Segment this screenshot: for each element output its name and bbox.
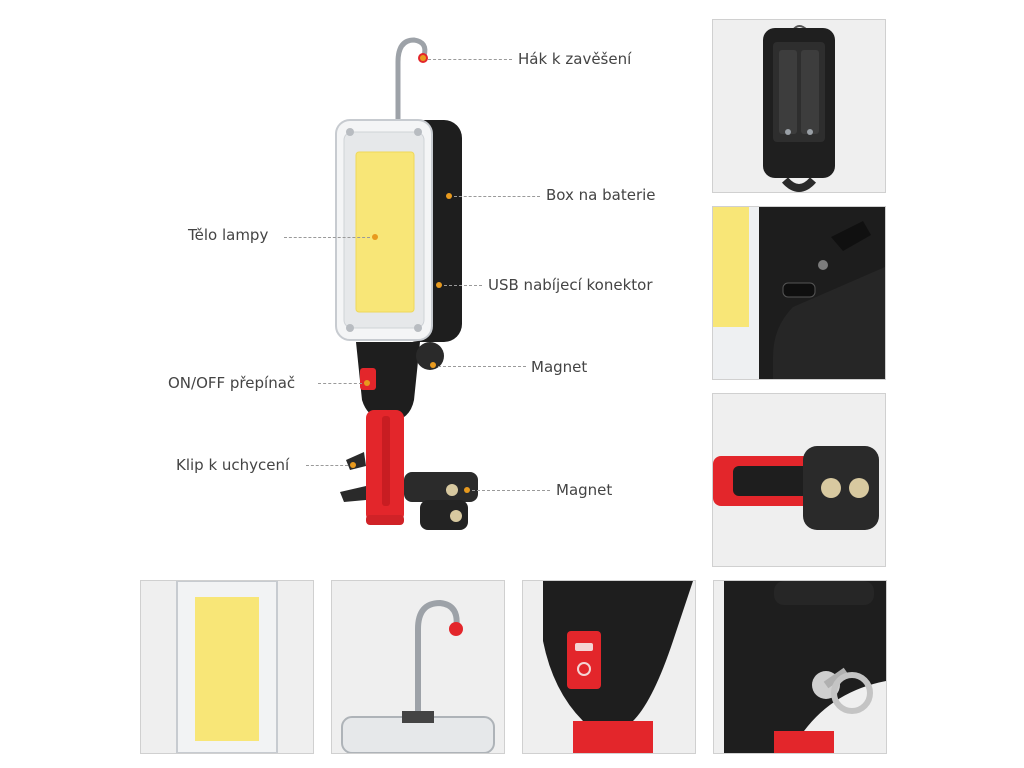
lamp-body-dot: [372, 234, 378, 240]
magnet-top-label: Magnet: [531, 358, 588, 376]
usb-label: USB nabíjecí konektor: [488, 276, 653, 294]
switch-view: [522, 580, 696, 754]
clip-dot: [350, 462, 356, 468]
clip-label: Klip k uchycení: [176, 456, 290, 474]
battery-box-dot: [446, 193, 452, 199]
hook-leader: [428, 59, 512, 60]
clip-leader: [306, 465, 348, 466]
screw-icon: [724, 581, 886, 753]
magnet-icon: [713, 446, 879, 530]
mount-screw-view: [713, 580, 887, 754]
magnet-bottom-dot: [464, 487, 470, 493]
hook-label: Hák k zavěšení: [518, 50, 632, 68]
switch-leader: [318, 383, 362, 384]
hook-view: [331, 580, 505, 754]
magnet-bottom-label: Magnet: [556, 481, 613, 499]
switch-dot: [364, 380, 370, 386]
lamp-icon: [176, 581, 278, 753]
usb-dot: [436, 282, 442, 288]
hook-dot: [420, 55, 426, 61]
magnet-bottom-leader: [472, 490, 550, 491]
battery-box-label: Box na baterie: [546, 186, 656, 204]
battery-icon: [763, 25, 835, 192]
battery-compartment-view: [712, 19, 886, 193]
lamp-body-leader: [284, 237, 370, 238]
usb-leader: [444, 285, 482, 286]
magnet-view: [712, 393, 886, 567]
hook-icon: [341, 599, 495, 753]
usb-icon: [713, 207, 885, 379]
magnet-top-leader: [438, 366, 526, 367]
lamp-body-label: Tělo lampy: [188, 226, 269, 244]
battery-box-leader: [454, 196, 540, 197]
cob-panel-view: [140, 580, 314, 754]
usb-port-view: [712, 206, 886, 380]
magnet-top-dot: [430, 362, 436, 368]
switch-label: ON/OFF přepínač: [168, 374, 296, 392]
switch-icon: [543, 581, 693, 753]
